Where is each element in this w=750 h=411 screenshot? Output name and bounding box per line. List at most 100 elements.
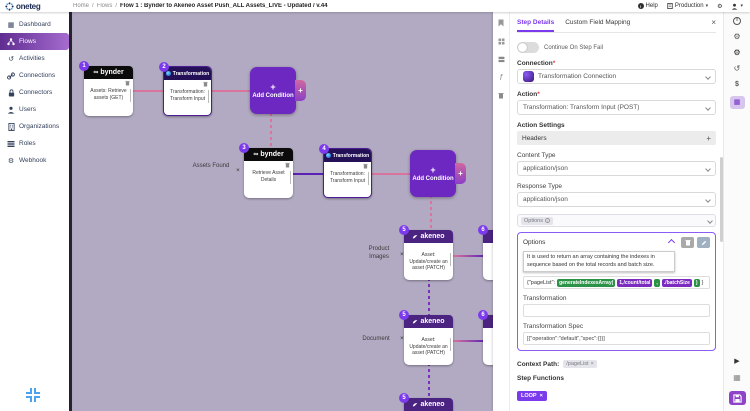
remove-chip-icon[interactable]: × xyxy=(590,361,594,368)
sidebar-item-label: Users xyxy=(19,106,36,113)
sidebar-item-organizations[interactable]: Organizations xyxy=(0,118,69,135)
step-functions-label: Step Functions xyxy=(517,375,564,383)
node-header xyxy=(483,315,493,328)
flow-node-akeneo-6b[interactable]: 6 xyxy=(478,310,493,365)
edge-line xyxy=(212,90,250,92)
flow-node-akeneo-5c[interactable]: 5 akeneo xyxy=(399,393,453,411)
node-header: Transformation xyxy=(164,67,211,80)
flow-node-transformation-2[interactable]: 2 Transformation Transformation: Transfo… xyxy=(159,62,212,116)
step-number-badge: 5 xyxy=(399,310,409,320)
continue-on-step-fail-toggle[interactable] xyxy=(517,42,539,53)
panel-scrollbar[interactable] xyxy=(720,157,723,242)
sidebar-item-dashboard[interactable]: ▦ Dashboard xyxy=(0,16,69,33)
remove-condition-icon[interactable]: × xyxy=(400,251,404,258)
collapse-chevron-icon[interactable] xyxy=(667,238,676,247)
trash-icon[interactable] xyxy=(285,162,290,168)
gear-icon[interactable]: ⚙ xyxy=(733,32,741,41)
remove-condition-icon[interactable]: × xyxy=(236,167,240,174)
trash-icon[interactable] xyxy=(363,163,368,169)
grid-icon[interactable] xyxy=(497,37,505,45)
sidebar-item-flows[interactable]: Flows xyxy=(0,33,69,50)
app-logo[interactable]: oneteg xyxy=(0,2,69,11)
trash-icon[interactable] xyxy=(497,91,505,99)
path-pill[interactable]: 1,/count/total xyxy=(617,278,653,287)
function-pill[interactable]: generateIndexesArray( xyxy=(557,278,616,287)
add-header-icon[interactable]: + xyxy=(706,133,711,143)
gear-filled-icon[interactable]: ⚙ xyxy=(733,48,741,57)
add-step-button[interactable]: + xyxy=(455,163,466,184)
breadcrumb: Home / Flows / Flow 1 : Bynder to Akeneo… xyxy=(69,3,638,9)
step-number-badge: 5 xyxy=(399,393,409,403)
bookmark-icon[interactable] xyxy=(497,19,505,27)
sidebar-item-users[interactable]: Users xyxy=(0,101,69,118)
flow-node-akeneo-5b[interactable]: 5 akeneo Asset: Update/create an asset (… xyxy=(399,310,453,365)
transformation-input[interactable] xyxy=(523,304,710,318)
user-menu[interactable]: ▾ xyxy=(731,3,743,10)
edge-dashed-line xyxy=(270,113,272,148)
grid-view-icon[interactable]: ▦ xyxy=(733,373,741,382)
trash-icon[interactable] xyxy=(125,80,130,86)
info-icon[interactable]: i xyxy=(733,17,741,25)
sidebar-item-connections[interactable]: Connections xyxy=(0,67,69,84)
sidebar-item-label: Webhook xyxy=(19,157,47,164)
toggle-label: Continue On Step Fail xyxy=(544,44,604,51)
help-button[interactable]: ! Help xyxy=(637,3,658,9)
active-panel-toggle[interactable]: ▦ xyxy=(729,96,745,109)
remove-chip-icon[interactable]: × xyxy=(539,393,543,400)
sidebar-item-activities[interactable]: ↺ Activities xyxy=(0,50,69,67)
options-select[interactable]: Options i xyxy=(517,214,716,227)
sidebar-item-webhook[interactable]: ⚙ Webhook xyxy=(0,152,69,169)
add-condition-button[interactable]: + Add Condition + xyxy=(410,150,466,197)
environment-selector[interactable]: Production ▾ xyxy=(667,3,708,9)
step-number-badge: 4 xyxy=(319,144,329,154)
step-number-badge: 6 xyxy=(478,310,488,320)
sidebar-item-label: Organizations xyxy=(19,123,60,130)
remove-condition-icon[interactable]: × xyxy=(400,335,404,342)
run-flow-play-icon[interactable]: ▶ xyxy=(734,358,740,365)
step-number-badge: 3 xyxy=(239,143,249,153)
flow-node-akeneo-6[interactable]: 6 xyxy=(478,225,493,280)
add-step-button[interactable]: + xyxy=(295,80,306,101)
required-asterisk: * xyxy=(552,60,556,67)
function-pill[interactable]: ) xyxy=(693,278,700,287)
options-expression-input[interactable]: {"pageList": generateIndexesArray( 1,/co… xyxy=(523,276,710,290)
save-flow-button[interactable] xyxy=(728,391,746,405)
plus-icon: + xyxy=(298,86,303,95)
options-chip: Options i xyxy=(521,216,553,225)
breadcrumb-flows[interactable]: Flows xyxy=(96,3,113,9)
breadcrumb-separator: / xyxy=(92,3,94,9)
close-panel-icon[interactable]: × xyxy=(711,18,716,27)
tab-custom-field-mapping[interactable]: Custom Field Mapping xyxy=(565,19,631,26)
flow-node-bynder-1[interactable]: 1 ∞ bynder Assets: Retrieve assets (GET) xyxy=(79,61,133,116)
headers-accordion[interactable]: Headers + xyxy=(517,131,716,145)
step-number-badge: 2 xyxy=(159,62,169,72)
history-icon[interactable]: ↺ xyxy=(733,64,741,73)
transformation-logo-icon xyxy=(325,153,331,158)
billing-dollar-icon[interactable]: $ xyxy=(735,81,739,88)
flow-node-akeneo-5[interactable]: 5 akeneo Asset: Update/create an asset (… xyxy=(399,225,453,280)
path-pill[interactable]: ./batchSize xyxy=(661,278,692,287)
function-pill[interactable]: , xyxy=(654,278,660,287)
sidebar-item-roles[interactable]: Roles xyxy=(0,135,69,152)
options-delete-button[interactable] xyxy=(681,237,694,248)
tab-step-details[interactable]: Step Details xyxy=(517,19,555,32)
settings-button[interactable]: ⚙ xyxy=(717,3,722,10)
flow-canvas[interactable]: Assets Found × Product Images × Document… xyxy=(69,12,493,411)
action-select[interactable]: Transformation: Transform Input (POST) xyxy=(517,100,716,115)
flow-node-transformation-4[interactable]: 4 Transformation Transformation: Transfo… xyxy=(319,144,372,198)
content-type-select[interactable]: application/json xyxy=(517,161,716,176)
sidebar-item-connectors[interactable]: Connectors xyxy=(0,84,69,101)
info-icon: i xyxy=(544,218,550,223)
options-edit-button[interactable] xyxy=(697,237,710,248)
function-icon[interactable]: f xyxy=(499,72,503,82)
server-icon[interactable] xyxy=(497,55,505,63)
transformation-spec-input[interactable]: [{"operation":"default","spec":{}}] xyxy=(523,332,710,346)
connection-select[interactable]: Transformation Connection xyxy=(517,69,716,84)
breadcrumb-home[interactable]: Home xyxy=(73,3,90,9)
add-condition-button[interactable]: + Add Condition + xyxy=(250,67,306,114)
loop-function-chip[interactable]: LOOP × xyxy=(517,391,547,402)
collapse-sidebar-button[interactable] xyxy=(24,386,42,404)
response-type-select[interactable]: application/json xyxy=(517,192,716,207)
flow-node-bynder-3[interactable]: 3 ∞ bynder Retrieve Asset Details xyxy=(239,143,293,198)
trash-icon[interactable] xyxy=(203,81,208,87)
